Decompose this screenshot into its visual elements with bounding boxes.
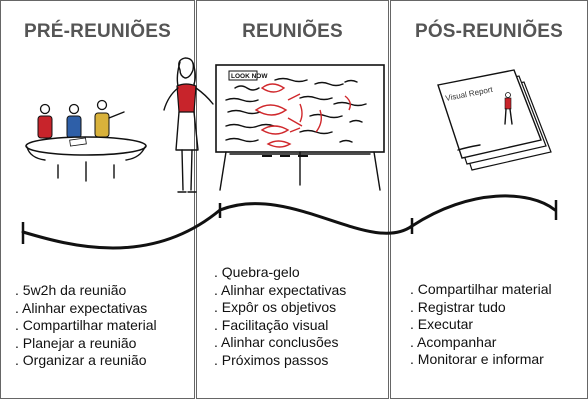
- list-item: . Registrar tudo: [410, 298, 506, 315]
- meetings-title: REUNIÕES: [242, 21, 343, 42]
- visual-report-illustration: Visual Report: [437, 69, 552, 171]
- person-head: [39, 103, 51, 115]
- list-item: . Planejar a reunião: [15, 334, 137, 351]
- pre-meetings-panel: PRÉ-REUNIÕES . 5w2h da reunião . Alinhar…: [0, 0, 195, 399]
- post-meetings-title: PÓS-REUNIÕES: [414, 21, 564, 42]
- list-item: . Alinhar expectativas: [214, 281, 347, 298]
- person-yellow: [94, 112, 110, 138]
- facilitator-illustration: [163, 57, 214, 193]
- facilitator-red-top: [176, 83, 197, 113]
- list-item: . Compartilhar material: [410, 281, 552, 297]
- list-item: . 5w2h da reunião: [15, 282, 127, 298]
- list-item: . Alinhar conclusões: [214, 334, 339, 350]
- list-item: . Expôr os objetivos: [214, 299, 337, 315]
- list-item: . Acompanhar: [410, 333, 497, 350]
- flipchart-illustration: LOOK NOW: [215, 64, 385, 191]
- post-meetings-panel: PÓS-REUNIÕES . Compartilhar material . R…: [390, 0, 588, 399]
- list-item: . Executar: [410, 316, 474, 332]
- list-item: . Compartilhar material: [15, 317, 157, 333]
- paper-on-table: [69, 137, 87, 147]
- person-head: [96, 99, 108, 111]
- person-blue: [66, 115, 82, 139]
- timeline: [21, 194, 558, 250]
- pre-meetings-title: PRÉ-REUNIÕES: [23, 21, 172, 42]
- report-sheet: [437, 69, 542, 159]
- list-item: . Próximos passos: [214, 351, 329, 368]
- pointing-arm: [108, 111, 125, 119]
- person-head: [178, 57, 195, 79]
- meeting-table-illustration: [25, 99, 147, 182]
- timeline-wave: [21, 194, 557, 250]
- meetings-list: . Quebra-gelo . Alinhar expectativas . E…: [214, 264, 346, 369]
- person-head: [68, 103, 80, 115]
- pre-meetings-list: . 5w2h da reunião . Alinhar expectativas…: [15, 282, 157, 370]
- person-red: [37, 115, 53, 139]
- board-label: LOOK NOW: [231, 73, 268, 80]
- list-item: . Organizar a reunião: [15, 352, 147, 368]
- post-meetings-list: . Compartilhar material . Registrar tudo…: [410, 281, 552, 369]
- list-item: . Facilitação visual: [214, 316, 329, 333]
- list-item: . Alinhar expectativas: [15, 299, 148, 316]
- list-item: . Quebra-gelo: [214, 264, 300, 280]
- list-item: . Monitorar e informar: [410, 351, 544, 367]
- table-top: [25, 136, 147, 156]
